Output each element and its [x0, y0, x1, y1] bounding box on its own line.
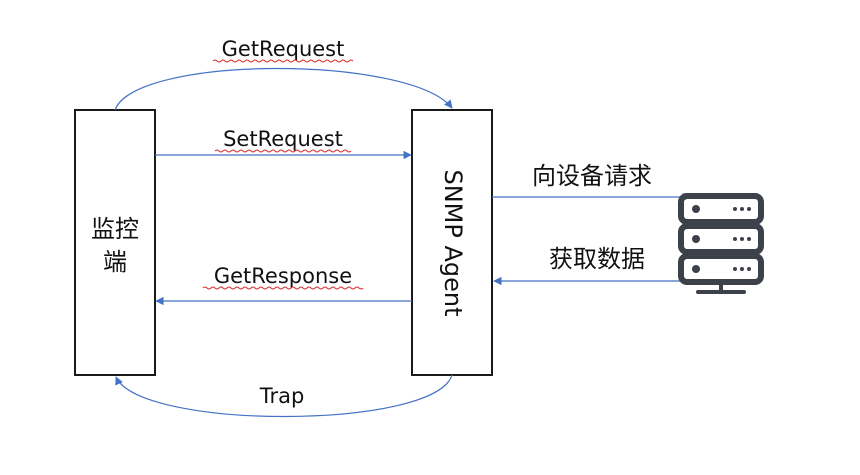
device-request-edge: 向设备请求: [492, 162, 691, 202]
spellcheck-underline: [212, 59, 354, 63]
monitor-node: 监控 端: [74, 109, 156, 376]
trap-label: Trap: [259, 384, 305, 408]
device-request-label: 向设备请求: [532, 162, 652, 190]
get-request-edge: GetRequest: [114, 37, 453, 111]
monitor-label-line-1: 监控: [91, 215, 139, 243]
get-response-edge: GetResponse: [155, 264, 412, 306]
agent-node: SNMP Agent: [411, 109, 493, 376]
monitor-box: [74, 109, 156, 376]
get-request-label: GetRequest: [222, 37, 345, 61]
trap-edge: Trap: [115, 374, 453, 418]
agent-box: [411, 109, 493, 376]
get-response-label: GetResponse: [214, 264, 352, 288]
server-icon: [678, 193, 764, 294]
monitor-label-line-2: 端: [103, 248, 127, 276]
set-request-edge: SetRequest: [155, 127, 412, 160]
agent-label: SNMP Agent: [439, 169, 467, 316]
fetch-data-edge: 获取数据: [493, 245, 690, 286]
spellcheck-underline: [202, 286, 364, 290]
spellcheck-underline: [214, 149, 352, 153]
get-request-arrow: [114, 67, 453, 111]
set-request-label: SetRequest: [223, 127, 343, 151]
trap-arrow: [115, 374, 453, 418]
fetch-data-label: 获取数据: [549, 245, 645, 273]
